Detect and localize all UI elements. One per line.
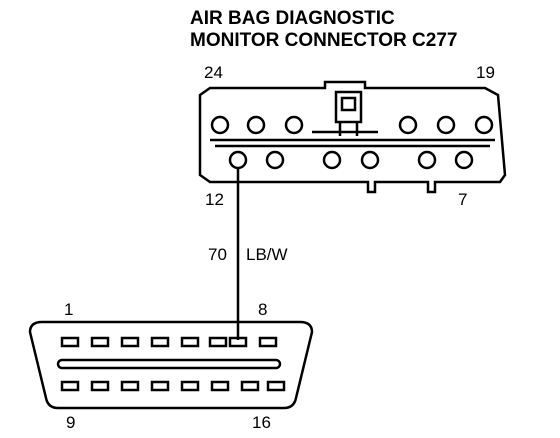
dlc-pin — [208, 336, 228, 348]
dlc-pin-8 — [228, 336, 248, 348]
dlc-pin-label-9: 9 — [66, 413, 75, 432]
dlc-pin — [120, 336, 140, 348]
c277-pin — [210, 115, 230, 135]
dlc-pin — [120, 380, 140, 392]
dlc-pin — [90, 336, 110, 348]
c277-pin-label-24: 24 — [204, 63, 223, 82]
dlc-pin-label-1: 1 — [64, 300, 73, 319]
data-link-connector — [28, 320, 314, 410]
dlc-center-rail — [56, 358, 282, 370]
c277-pin — [398, 115, 418, 135]
dlc-pin — [150, 336, 170, 348]
dlc-pin — [180, 380, 200, 392]
connector-latch-slot — [340, 96, 357, 112]
dlc-pin — [240, 380, 260, 392]
connector-housing — [198, 80, 507, 194]
c277-pin — [436, 115, 456, 135]
dlc-pin — [60, 336, 80, 348]
dlc-housing — [28, 320, 314, 410]
wire-color-code: LB/W — [246, 245, 288, 264]
diagram-title-line2: MONITOR CONNECTOR C277 — [190, 30, 457, 51]
dlc-pin — [60, 380, 80, 392]
c277-pin-7 — [454, 150, 474, 170]
wire-circuit-number: 70 — [208, 245, 227, 264]
air-bag-monitor-connector — [198, 80, 507, 194]
c277-pin-label-12: 12 — [205, 190, 224, 209]
c277-pin — [417, 150, 437, 170]
c277-pin-label-19: 19 — [476, 63, 495, 82]
c277-pin-label-7: 7 — [458, 190, 467, 209]
c277-pin — [265, 150, 285, 170]
c277-pin — [474, 115, 494, 135]
connector-latch-stem — [312, 122, 378, 136]
c277-pin — [322, 150, 342, 170]
dlc-pin — [150, 380, 170, 392]
dlc-pin — [258, 336, 278, 348]
c277-pin — [284, 115, 304, 135]
dlc-pin-label-8: 8 — [258, 300, 267, 319]
c277-pin — [246, 115, 266, 135]
dlc-pin-label-16: 16 — [252, 413, 271, 432]
dlc-pin — [180, 336, 200, 348]
dlc-pin — [210, 380, 230, 392]
dlc-pin — [266, 380, 286, 392]
c277-pin-12 — [228, 150, 248, 170]
connector-latch — [334, 90, 363, 124]
dlc-pin — [90, 380, 110, 392]
diagram-title-line1: AIR BAG DIAGNOSTIC — [190, 8, 395, 29]
c277-pin — [360, 150, 380, 170]
